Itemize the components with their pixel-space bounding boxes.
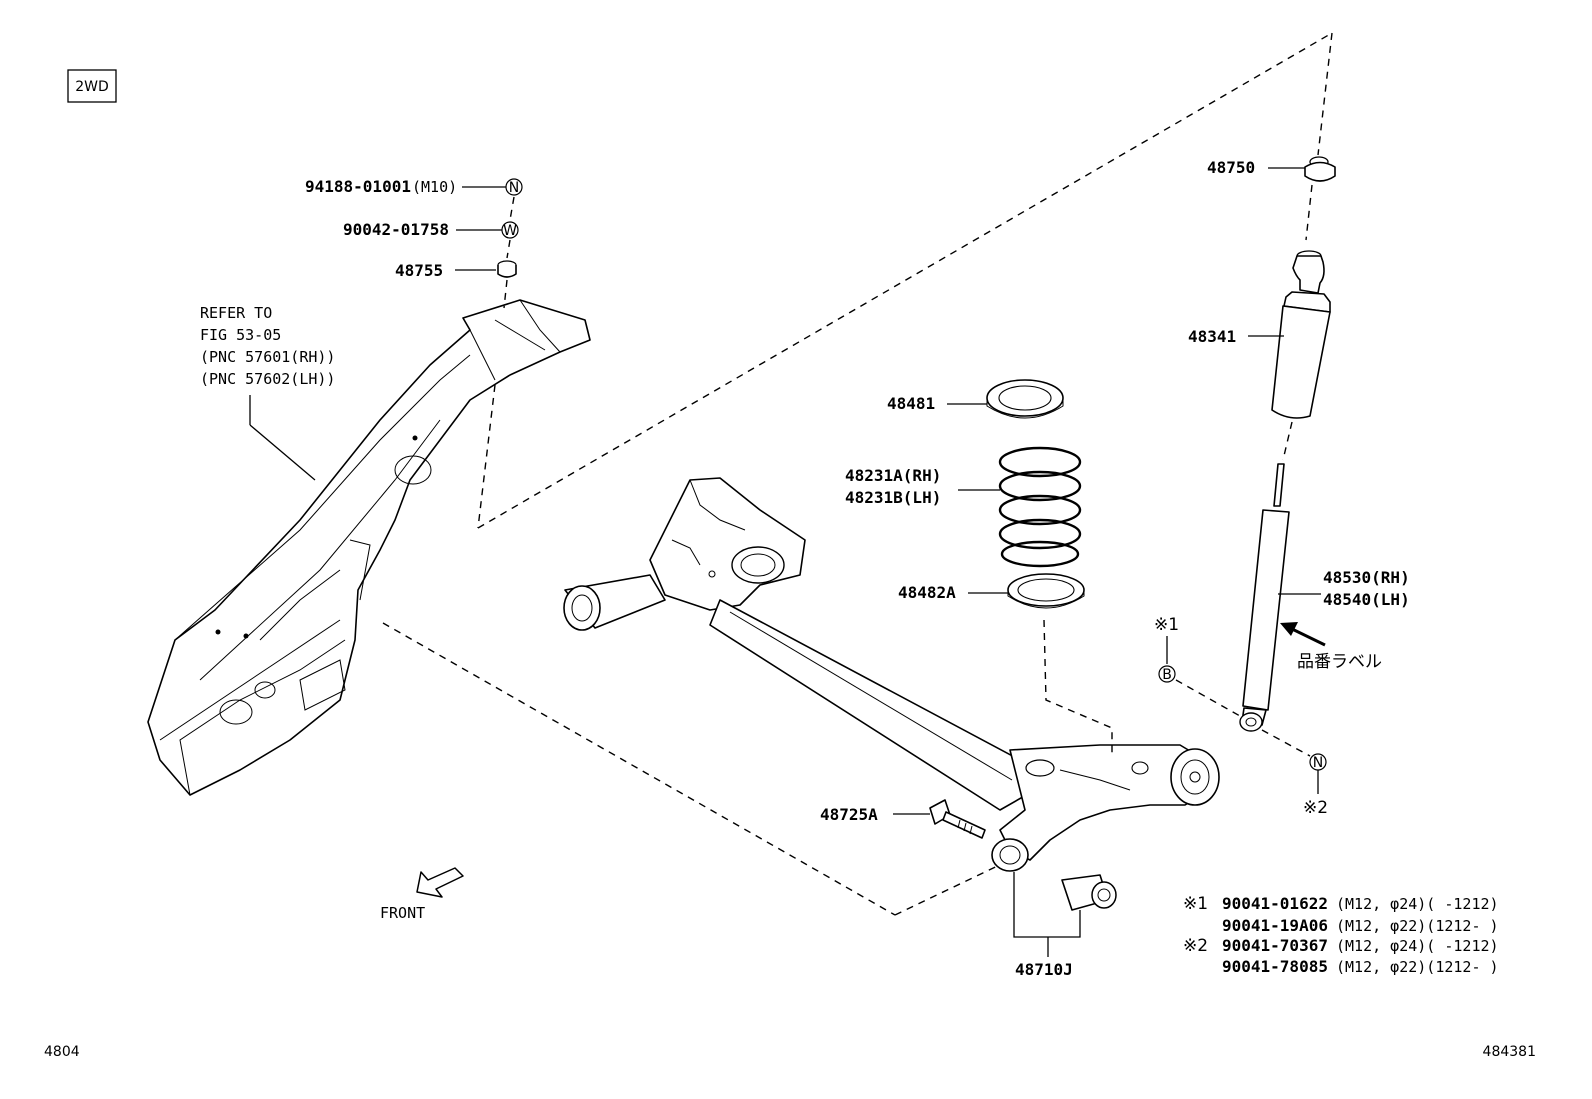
ref-1-mark: ※1 (1154, 615, 1179, 635)
refer-text-line3: (PNC 57601(RH)) (200, 348, 335, 366)
svg-text:N: N (509, 180, 519, 196)
nut-n-symbol: N (505, 178, 523, 196)
spring-seat-48482a (1007, 573, 1085, 609)
dash-body-down (477, 384, 496, 529)
dash-shock-top (1317, 32, 1333, 156)
label-48530: 48530(RH) (1323, 568, 1410, 587)
rear-axle-beam (563, 477, 1220, 872)
bushing-48710j (1061, 874, 1117, 911)
coil-spring (998, 446, 1082, 568)
body-side-member (147, 299, 591, 796)
note-mark-1: ※1 (1183, 894, 1208, 914)
part-number-label-text: 品番ラベル (1297, 652, 1382, 672)
bracket-48710j (1013, 872, 1081, 938)
front-label: FRONT (380, 904, 425, 922)
dash-diagonal-top (477, 32, 1333, 529)
label-48231a: 48231A(RH) (845, 466, 941, 485)
bolt-b-symbol: B (1158, 665, 1176, 683)
note-spec-3: (M12, φ24)( -1212) (1336, 937, 1499, 955)
label-48725a: 48725A (820, 805, 878, 824)
notes-block: ※1 90041-01622 (M12, φ24)( -1212) 90041-… (1183, 894, 1499, 976)
note-spec-4: (M12, φ22)(1212- ) (1336, 958, 1499, 976)
washer-w-symbol: W (501, 221, 519, 239)
svg-text:W: W (503, 223, 517, 239)
ref-2-mark: ※2 (1303, 798, 1328, 818)
note-part-2: 90041-19A06 (1222, 916, 1328, 935)
drive-badge-text: 2WD (75, 79, 109, 95)
svg-text:B: B (1162, 667, 1172, 683)
drive-badge: 2WD (67, 69, 117, 103)
label-48341: 48341 (1188, 327, 1236, 346)
part-label-arrow-icon (1280, 622, 1326, 647)
note-mark-3: ※2 (1183, 936, 1208, 956)
label-48750: 48750 (1207, 158, 1255, 177)
nut-n-symbol-lower: N (1309, 753, 1327, 771)
refer-text-line1: REFER TO (200, 304, 272, 322)
bushing-48755 (497, 260, 517, 278)
bushing-48750 (1304, 156, 1336, 182)
dust-cover-48341 (1271, 250, 1331, 419)
shock-absorber-48530 (1239, 463, 1290, 732)
footer-right-code: 484381 (1483, 1044, 1536, 1060)
label-48231b: 48231B(LH) (845, 488, 941, 507)
label-90042: 90042-01758 (343, 220, 449, 239)
note-part-3: 90041-70367 (1222, 936, 1328, 955)
note-spec-1: (M12, φ24)( -1212) (1336, 895, 1499, 913)
label-48710j: 48710J (1015, 960, 1073, 979)
bolt-48725a (929, 799, 986, 839)
note-part-4: 90041-78085 (1222, 957, 1328, 976)
label-48482a: 48482A (898, 583, 956, 602)
note-spec-2: (M12, φ22)(1212- ) (1336, 917, 1499, 935)
front-arrow-icon (416, 867, 464, 898)
refer-leader-2 (249, 424, 316, 481)
svg-text:N: N (1313, 755, 1323, 771)
dash-spring-to-axle (1043, 619, 1113, 755)
refer-text-line4: (PNC 57602(LH)) (200, 370, 335, 388)
label-48755: 48755 (395, 261, 443, 280)
label-48481: 48481 (887, 394, 935, 413)
refer-text-line2: FIG 53-05 (200, 326, 281, 344)
label-94188: 94188-01001 (305, 177, 411, 196)
label-94188-size: (M10) (412, 178, 457, 196)
note-part-1: 90041-01622 (1222, 894, 1328, 913)
label-48540: 48540(LH) (1323, 590, 1410, 609)
spring-seat-48481 (986, 379, 1064, 419)
footer-left-code: 4804 (44, 1044, 80, 1060)
